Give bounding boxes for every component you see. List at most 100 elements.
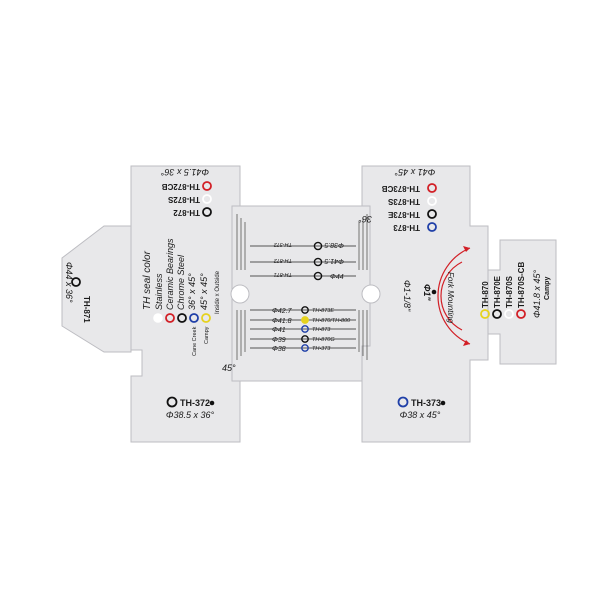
dot-marker — [440, 400, 446, 406]
fork-dia-label: Φ1-1/8" — [402, 280, 412, 312]
fork-mounting: Φ1-1/8" Φ1" Fork Mounting — [402, 246, 471, 346]
bridge-lower-rows: Φ42.7 TH-873E Φ41.8 TH-870/TH-800 Φ41 TH… — [250, 306, 356, 353]
left-wing-spec: Φ44 x 36° — [64, 262, 74, 303]
row-value: Φ38.5 — [324, 241, 344, 248]
row-marker — [313, 271, 323, 281]
row-marker — [313, 257, 323, 267]
seal-red-marker — [202, 181, 212, 191]
right-wing-spec: Φ41.8 x 45° — [532, 269, 542, 318]
bridge-hole-right — [361, 284, 381, 304]
right-top-item: TH-873S — [387, 197, 420, 206]
seal-black-marker — [166, 396, 178, 408]
row-value: Φ44 — [330, 274, 344, 281]
row-model: TH-373 — [312, 346, 331, 352]
left-bottom-label: TH-372 — [180, 398, 210, 408]
row-marker — [301, 325, 309, 333]
left-top-item: TH-872CB — [162, 182, 200, 191]
seal-blue-marker — [189, 313, 199, 323]
left-wing — [61, 225, 132, 353]
right-wing-item: TH-870S-CB — [517, 262, 526, 308]
legend-item: Ceramic Bearings — [165, 238, 175, 310]
row-value: Φ38 — [272, 346, 286, 353]
fork-inner-label: Φ1" — [422, 284, 432, 301]
right-wing — [487, 239, 557, 365]
legend-item: Stainless — [154, 273, 164, 310]
right-wing-caption: Campy — [544, 277, 551, 300]
right-top-item: TH-873CB — [382, 184, 420, 193]
right-wing-section: TH-870 TH-870E TH-870S TH-870S-CB Φ41.8 … — [480, 262, 551, 319]
legend-cane-angle: 36° x 45° — [187, 273, 197, 310]
seal-white-marker — [504, 309, 514, 319]
right-top-item: TH-873E — [387, 210, 420, 219]
seal-white-marker — [202, 194, 212, 204]
row-value: Φ42.7 — [272, 308, 293, 315]
bridge-step-lines — [236, 214, 368, 360]
right-top-section: Φ41 x 45° TH-873CB TH-873S TH-873E TH-87… — [382, 167, 437, 232]
left-top-item: TH-872 — [173, 208, 200, 217]
seal-black-marker — [177, 313, 187, 323]
right-top-item: TH-873 — [393, 223, 420, 232]
seal-color-legend: TH seal color Stainless Ceramic Bearings… — [142, 238, 236, 373]
row-model: TH-871 — [274, 271, 292, 277]
legend-item: Chrome Steel — [176, 254, 186, 310]
seal-red-marker — [516, 309, 526, 319]
row-value: Φ41.8 — [272, 318, 292, 325]
bridge-hole-left — [230, 284, 250, 304]
row-marker — [301, 306, 309, 314]
left-bottom-spec: Φ38.5 x 36° — [166, 410, 215, 420]
legend-cane-caption: Cane Creek — [192, 326, 198, 356]
seal-white-marker — [427, 196, 437, 206]
right-wing-item: TH-870 — [481, 281, 490, 308]
seal-yellow-marker — [480, 309, 490, 319]
plate-body — [61, 165, 557, 443]
fork-arc-inner — [440, 261, 463, 331]
right-wing-item: TH-870S — [505, 275, 514, 308]
dot-marker — [431, 289, 437, 295]
bridge-plate — [231, 205, 375, 382]
right-bottom-label: TH-373 — [411, 398, 441, 408]
arrow-icon — [463, 340, 470, 346]
row-value: Φ41 — [272, 327, 286, 334]
left-top-section: Φ41.5 x 36° TH-872CB TH-872S TH-872 — [161, 167, 212, 217]
seal-red-marker — [427, 183, 437, 193]
seal-black-marker — [202, 207, 212, 217]
fork-mounting-label: Fork Mounting — [446, 272, 455, 324]
left-top-item: TH-872S — [167, 195, 200, 204]
dot-marker — [209, 400, 215, 406]
angle-36-label: 36° — [358, 214, 372, 224]
right-bottom-spec: Φ38 x 45° — [400, 410, 441, 420]
fork-arc-outer — [437, 247, 471, 345]
row-model: TH-873 — [312, 327, 331, 333]
seal-black-marker — [492, 309, 502, 319]
seal-black-marker — [71, 277, 81, 287]
left-bottom-section: TH-372 Φ38.5 x 36° — [166, 396, 215, 420]
row-value: Φ41.5 — [324, 257, 344, 264]
arrow-icon — [463, 246, 470, 252]
row-model: TH-872 — [274, 257, 292, 263]
row-marker — [313, 241, 323, 251]
seal-red-marker — [165, 313, 175, 323]
row-marker — [301, 344, 309, 352]
seal-black-marker — [427, 209, 437, 219]
row-model: TH-870G — [312, 337, 335, 343]
right-top-spec: Φ41 x 45° — [394, 167, 435, 177]
right-wing-item: TH-870E — [493, 275, 502, 308]
right-plate — [361, 165, 489, 443]
row-model: TH-870/TH-800 — [312, 318, 351, 324]
inside-outside-label: Inside x Outside — [215, 270, 221, 314]
left-wing-label: TH-871 — [82, 296, 91, 323]
seal-blue-marker — [427, 222, 437, 232]
legend-title: TH seal color — [142, 250, 153, 310]
seal-white-marker — [153, 313, 163, 323]
legend-campy-angle: 45° x 45° — [199, 273, 209, 310]
row-marker — [301, 316, 309, 324]
row-marker — [301, 335, 309, 343]
left-top-spec: Φ41.5 x 36° — [161, 167, 210, 177]
left-wing-section: TH-871 Φ44 x 36° — [64, 262, 91, 323]
row-value: Φ39 — [272, 337, 286, 344]
row-model: TH-873E — [312, 308, 334, 314]
legend-campy-caption: Campy — [204, 326, 210, 344]
bridge-upper-rows: Φ38.5 TH-372 Φ41.5 TH-872 Φ44 TH-871 36° — [250, 214, 372, 281]
angle-45-label: 45° — [222, 363, 236, 373]
